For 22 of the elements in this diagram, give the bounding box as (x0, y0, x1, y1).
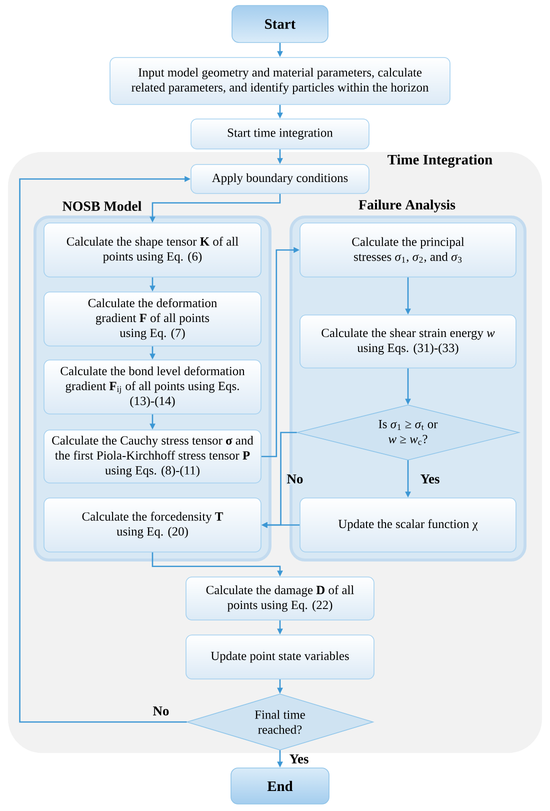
process-box: Calculate the Cauchy stress tensor σ and the first Piola-Kirchhoff stress tensor P using Eqs. (8)-(11) (44, 430, 262, 484)
terminal-box: Start (232, 5, 328, 43)
edge-label: No (153, 706, 169, 716)
group-heading: Failure Analysis (358, 200, 456, 212)
process-box: Apply boundary conditions (190, 164, 370, 194)
group-heading: NOSB Model (62, 201, 142, 211)
process-box: Calculate the damage D of all points using Eq. (22) (186, 576, 374, 620)
process-box: Calculate the bond level deformation gradient F$_{ij}$ of all points using Eqs. (13)-(14) (44, 360, 262, 414)
terminal-box: End (230, 768, 330, 804)
edge-label: Yes (290, 754, 308, 764)
process-box: Calculate the shape tensor K of all points using Eq. (6) (44, 222, 262, 278)
process-box: Input model geometry and material parameters, calculate related parameters, and identify particles within the horizon (110, 57, 450, 105)
process-box: Calculate the forcedensity T using Eq. (20) (44, 498, 262, 552)
process-box: Update point state variables (186, 634, 374, 680)
edge-label: Yes (420, 474, 440, 484)
process-box: Update the scalar function χ (300, 498, 516, 552)
process-box: Calculate the principal stresses σ$_{1}$, σ$_{2}$, and σ$_{3}$ (300, 222, 516, 278)
edge-label: No (286, 474, 304, 484)
panel-heading: Time Integration (388, 154, 492, 168)
process-box: Calculate the deformation gradient F of all points using Eq. (7) (44, 292, 262, 346)
process-box: Calculate the shear strain energy w using Eqs. (31)-(33) (300, 314, 516, 368)
process-box: Start time integration (190, 118, 370, 150)
